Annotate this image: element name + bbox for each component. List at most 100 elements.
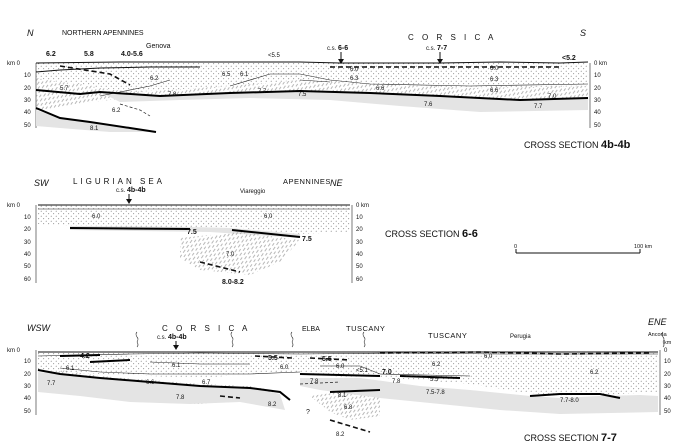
- city-label: Genova: [146, 43, 171, 50]
- svg-text:20: 20: [24, 227, 31, 233]
- section-6-6: SW NE LIGURIAN SEA APENNINES c.s. 4b-4b …: [7, 177, 478, 286]
- svg-text:60: 60: [356, 277, 363, 283]
- mantle-fill: [300, 378, 658, 414]
- svg-text:10: 10: [24, 359, 31, 365]
- svg-text:60: 60: [24, 277, 31, 283]
- svg-text:7.0: 7.0: [226, 252, 235, 258]
- svg-text:6.2: 6.2: [590, 370, 599, 376]
- region-label-elba: ELBA: [302, 326, 320, 333]
- svg-text:6.6: 6.6: [146, 380, 155, 386]
- region-label-right: C O R S I C A: [408, 33, 496, 42]
- svg-text:40: 40: [24, 110, 31, 116]
- svg-text:7.0: 7.0: [382, 369, 392, 376]
- cs-ref-a: c.s. 6-6: [327, 45, 348, 52]
- svg-text:8.2: 8.2: [336, 432, 345, 438]
- direction-left: SW: [34, 178, 50, 188]
- svg-text:30: 30: [24, 98, 31, 104]
- svg-text:6.0: 6.0: [280, 365, 289, 371]
- svg-text:km 0: km 0: [7, 203, 21, 209]
- scale-bar-start: 0: [514, 244, 517, 250]
- svg-text:20: 20: [356, 227, 363, 233]
- svg-text:20: 20: [24, 372, 31, 378]
- svg-text:7.5: 7.5: [298, 92, 307, 98]
- svg-text:6.2: 6.2: [432, 362, 441, 368]
- moho-line: [35, 89, 589, 102]
- svg-text:<5.5: <5.5: [268, 53, 281, 59]
- svg-text:5.5: 5.5: [430, 377, 439, 383]
- svg-text:30: 30: [594, 98, 601, 104]
- cs-ref-b: c.s. 7-7: [426, 45, 447, 52]
- svg-text:6.5: 6.5: [222, 72, 231, 78]
- svg-text:7.5-7.8: 7.5-7.8: [426, 390, 445, 396]
- svg-text:20: 20: [24, 86, 31, 92]
- svg-text:8.2: 8.2: [268, 402, 277, 408]
- direction-right: NE: [330, 178, 343, 188]
- svg-text:5.5: 5.5: [322, 356, 332, 363]
- svg-text:km 0: km 0: [7, 348, 21, 354]
- svg-text:6.0: 6.0: [336, 364, 345, 370]
- svg-text:4.0-5.6: 4.0-5.6: [121, 51, 143, 58]
- svg-text:30: 30: [24, 240, 31, 246]
- svg-text:6.6: 6.6: [490, 88, 499, 94]
- svg-text:5.5: 5.5: [268, 355, 278, 362]
- upper-crust-fill: [38, 205, 350, 234]
- svg-text:4.2: 4.2: [80, 353, 90, 360]
- svg-text:20: 20: [594, 86, 601, 92]
- svg-text:5.7: 5.7: [60, 86, 69, 92]
- svg-text:8.1: 8.1: [338, 393, 347, 399]
- depth-axis-left: km 0 10 20 30 40 50 60: [7, 203, 37, 283]
- svg-text:7.8: 7.8: [176, 395, 185, 401]
- svg-text:10: 10: [24, 215, 31, 221]
- svg-text:10: 10: [356, 215, 363, 221]
- svg-text:6.2: 6.2: [112, 108, 121, 114]
- svg-text:km 0: km 0: [7, 61, 21, 67]
- svg-text:7.7-8.0: 7.7-8.0: [560, 398, 579, 404]
- deep-mantle-fill: [36, 110, 150, 132]
- upper-crust-fill: [36, 63, 588, 92]
- svg-text:6.1: 6.1: [172, 363, 181, 369]
- svg-text:8.0-8.2: 8.0-8.2: [222, 279, 244, 286]
- direction-right: S: [580, 28, 586, 38]
- svg-text:6.0: 6.0: [350, 67, 359, 73]
- svg-text:40: 40: [664, 396, 671, 402]
- svg-text:7.5: 7.5: [187, 229, 197, 236]
- section-title-6-6: CROSS SECTION 6-6: [385, 228, 478, 240]
- svg-text:6.7: 6.7: [202, 380, 211, 386]
- svg-text:50: 50: [664, 409, 671, 415]
- svg-text:0 km: 0 km: [356, 203, 369, 209]
- scale-bar-end: 100 km: [634, 244, 652, 250]
- svg-text:10: 10: [24, 73, 31, 79]
- city-label: Perugia: [510, 334, 531, 340]
- direction-left: N: [27, 28, 34, 38]
- mantle-fill: [100, 91, 588, 112]
- region-label-left: NORTHERN APENNINES: [62, 30, 144, 37]
- svg-text:7.8: 7.8: [392, 379, 401, 385]
- scale-bar: 0 100 km: [514, 244, 652, 254]
- svg-text:5.8: 5.8: [84, 51, 94, 58]
- svg-text:CROSS SECTION 6-6: CROSS SECTION 6-6: [385, 228, 478, 240]
- svg-text:0: 0: [664, 348, 668, 354]
- svg-text:50: 50: [24, 409, 31, 415]
- region-label-tuscany-2: TUSCANY: [428, 331, 467, 340]
- svg-text:40: 40: [356, 252, 363, 258]
- direction-left: WSW: [27, 323, 51, 333]
- city-label-right: Ancona: [648, 332, 668, 338]
- depth-axis-right: km 0 10 20 30 40 50: [659, 340, 672, 415]
- svg-text:20: 20: [664, 372, 671, 378]
- svg-text:40: 40: [594, 110, 601, 116]
- svg-text:0 km: 0 km: [594, 61, 607, 67]
- svg-text:CROSS SECTION 4b-4b: CROSS SECTION 4b-4b: [524, 139, 631, 151]
- region-label-left: LIGURIAN SEA: [73, 177, 165, 186]
- svg-text:<5.1: <5.1: [356, 368, 369, 374]
- lower-crust-fill: [36, 78, 588, 110]
- svg-text:50: 50: [356, 264, 363, 270]
- region-label-tuscany-1: TUSCANY: [346, 324, 385, 333]
- section-title-4b-4b: CROSS SECTION 4b-4b: [524, 139, 631, 151]
- svg-text:7.7: 7.7: [534, 104, 543, 110]
- svg-text:7.8: 7.8: [168, 92, 177, 98]
- svg-text:8.1: 8.1: [90, 126, 99, 132]
- svg-text:CROSS SECTION 7-7: CROSS SECTION 7-7: [524, 432, 617, 444]
- svg-text:50: 50: [24, 264, 31, 270]
- svg-text:<5.2: <5.2: [562, 55, 576, 62]
- uncertainty-mark: ?: [306, 409, 310, 416]
